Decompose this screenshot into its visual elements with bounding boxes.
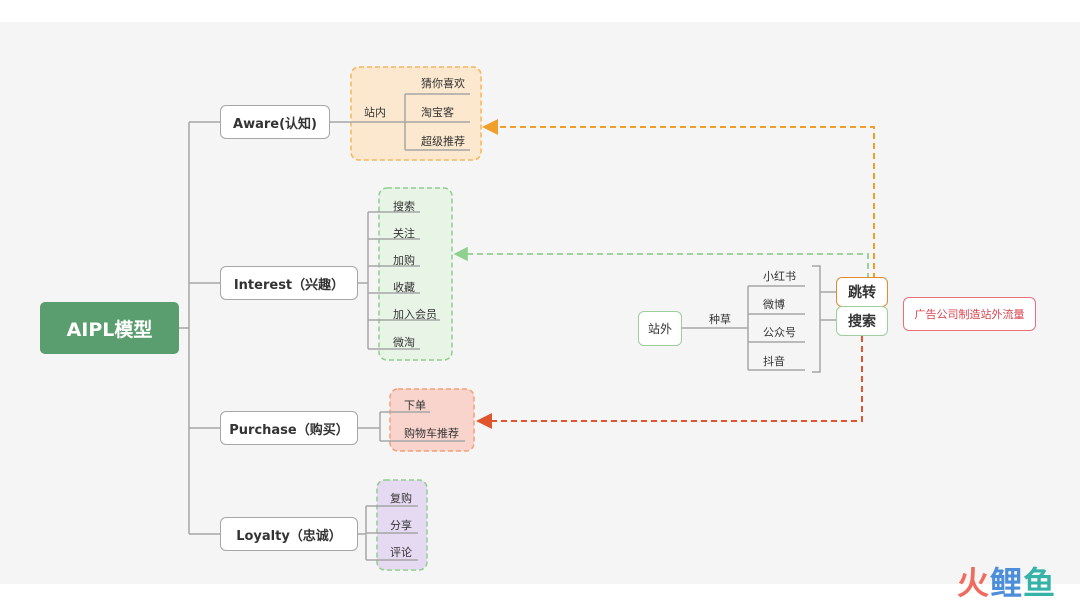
interest-item: 搜索 [393, 200, 415, 213]
interest-group [378, 187, 453, 361]
interest-item: 关注 [393, 227, 415, 240]
external-source-box: 站外 [638, 311, 682, 346]
aware-item: 淘宝客 [421, 106, 454, 119]
interest-item: 收藏 [393, 281, 415, 294]
interest-item: 加入会员 [393, 308, 437, 321]
diagram-background [0, 22, 1080, 584]
aware-arrow [482, 119, 875, 279]
jump-box: 跳转 [836, 277, 888, 307]
stage-purchase: Purchase（购买） [220, 411, 358, 445]
search-box: 搜索 [836, 306, 888, 336]
aware-item: 超级推荐 [421, 135, 465, 148]
stage-interest: Interest（兴趣） [220, 266, 358, 300]
channel-item: 公众号 [763, 326, 796, 339]
loyalty-item: 分享 [390, 519, 412, 532]
watermark-char: 火 [956, 564, 990, 602]
ad-company-box: 广告公司制造站外流量 [903, 297, 1036, 331]
interest-item: 微淘 [393, 336, 415, 349]
loyalty-item: 评论 [390, 546, 412, 559]
purchase-item: 下单 [404, 399, 426, 412]
channel-item: 抖音 [763, 355, 785, 368]
channel-item: 小红书 [763, 270, 796, 283]
watermark-logo: 火鲤鱼 [957, 558, 1056, 604]
aware-group [350, 66, 482, 161]
interest-arrow [453, 246, 869, 279]
stage-loyalty: Loyalty（忠诚） [220, 517, 358, 551]
watermark-char: 鱼 [1022, 564, 1056, 602]
aware-mid-label: 站内 [364, 106, 386, 119]
root-node: AIPL模型 [40, 302, 179, 354]
stage-aware: Aware(认知) [220, 105, 330, 139]
purchase-item: 购物车推荐 [404, 427, 459, 440]
external-mid-label: 种草 [709, 313, 731, 326]
watermark-char: 鲤 [989, 564, 1023, 602]
aware-item: 猜你喜欢 [421, 77, 465, 90]
loyalty-item: 复购 [390, 492, 412, 505]
channel-item: 微博 [763, 298, 785, 311]
interest-item: 加购 [393, 254, 415, 267]
purchase-arrow [476, 336, 863, 429]
purchase-group [389, 388, 475, 452]
loyalty-group [376, 479, 428, 571]
